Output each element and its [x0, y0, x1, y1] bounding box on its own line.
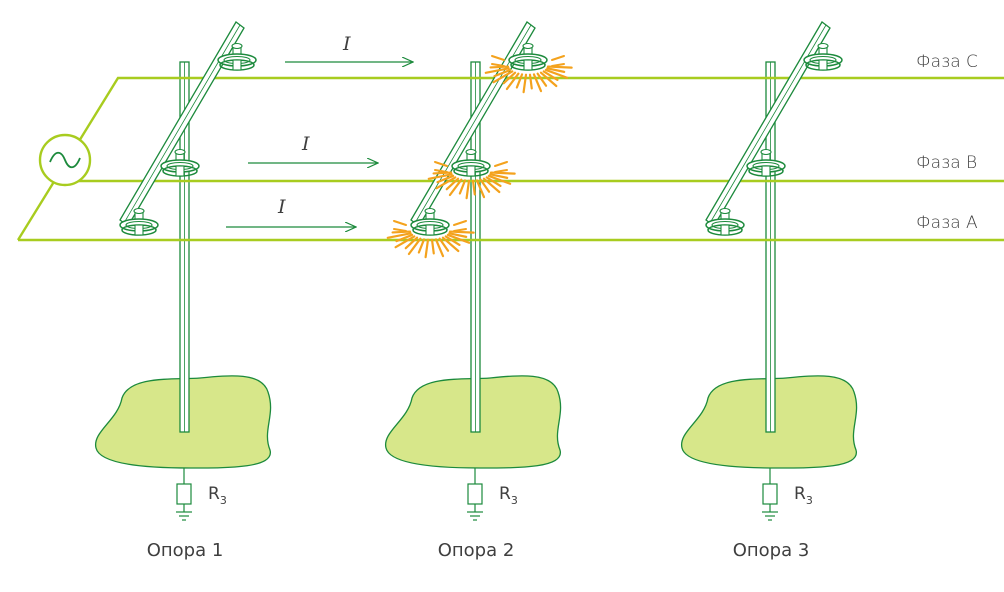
discharge-spark-icon	[427, 161, 516, 200]
current-label-c: I	[342, 33, 351, 55]
insulator-icon	[803, 42, 843, 71]
current-arrow-phase-b: I	[248, 133, 378, 163]
insulator-icon	[746, 148, 786, 177]
insulator-icon	[160, 148, 200, 177]
insulator-icon	[508, 42, 548, 71]
ac-source-icon	[38, 133, 92, 187]
phase-a-label: Фаза A	[916, 213, 978, 233]
phase-b-label: Фаза B	[916, 153, 977, 173]
current-label-a: I	[277, 196, 286, 218]
ground-resistor-1	[176, 468, 192, 521]
insulator-icon	[410, 207, 450, 236]
current-arrow-phase-c: I	[285, 33, 413, 62]
ground-resistor-2	[467, 468, 483, 521]
discharge-spark-icon	[386, 220, 475, 259]
insulator-icon	[705, 207, 745, 236]
insulators	[119, 42, 843, 236]
insulator-icon	[119, 207, 159, 236]
pole-label-3: Опора 3	[733, 540, 810, 561]
phase-c-label: Фаза C	[916, 52, 978, 72]
ground-resistor-3	[762, 468, 778, 521]
resistor-label-3: R3	[794, 484, 813, 507]
phase-wires	[16, 76, 1004, 242]
insulator-icon	[217, 42, 257, 71]
resistor-label-2: R3	[499, 484, 518, 507]
current-label-b: I	[301, 133, 310, 155]
discharge-spark-icon	[484, 55, 573, 94]
pole-label-2: Опора 2	[438, 540, 515, 561]
discharge-sparks	[386, 55, 573, 259]
pole-label-1: Опора 1	[147, 540, 224, 561]
current-arrow-phase-a: I	[226, 196, 356, 227]
phase-c-wire	[16, 76, 1004, 241]
resistor-label-1: R3	[208, 484, 227, 507]
insulator-icon	[451, 148, 491, 177]
